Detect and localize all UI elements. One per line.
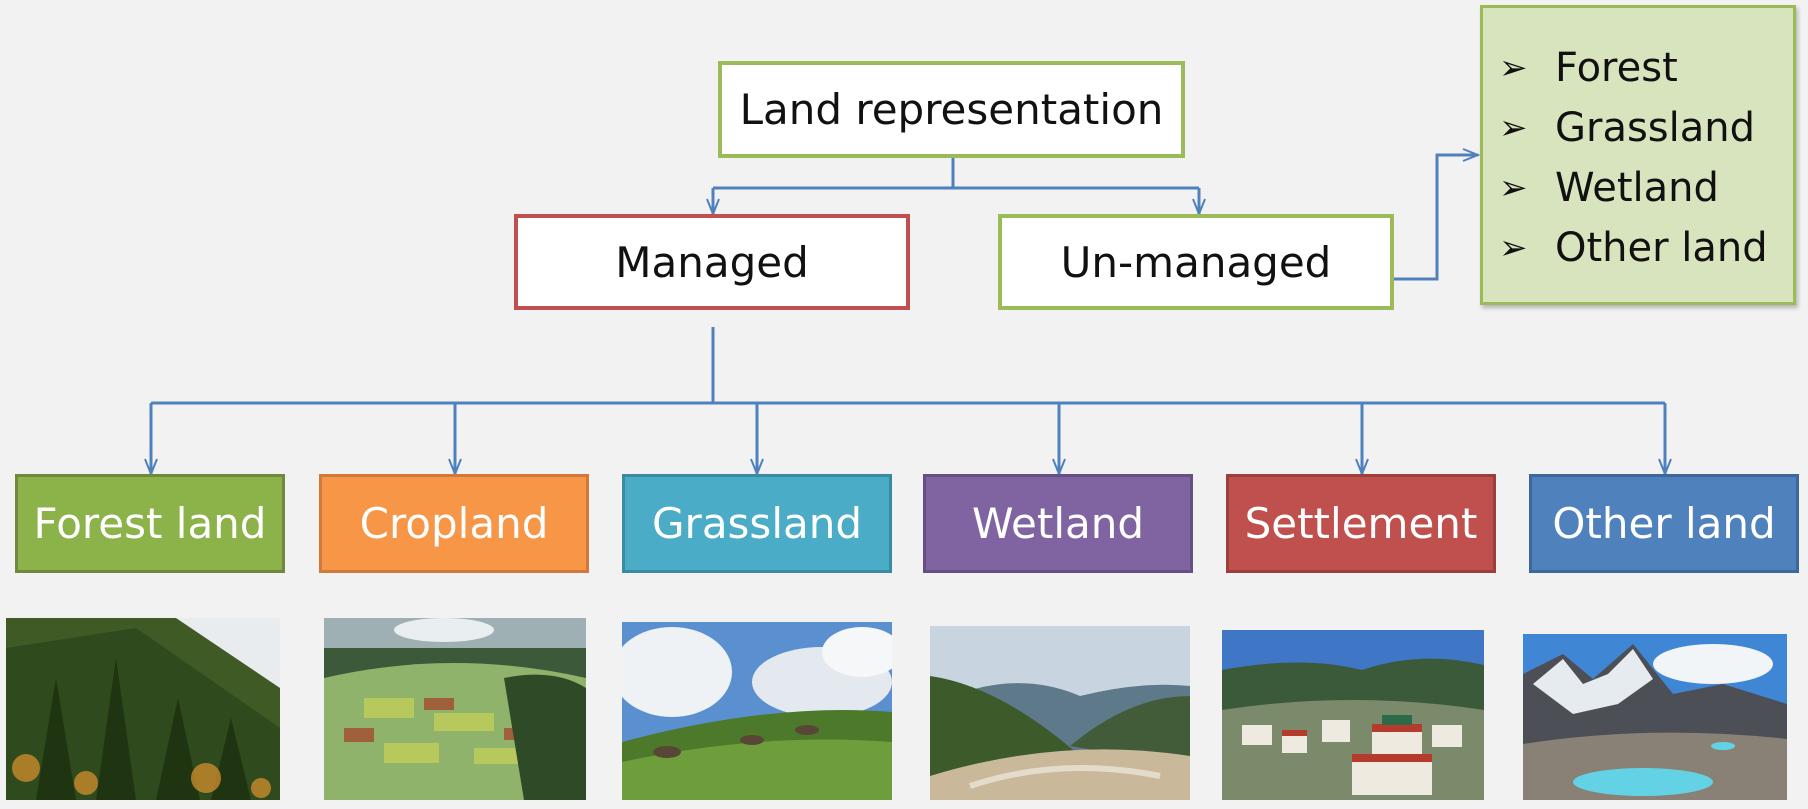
category-grassland: Grassland bbox=[622, 474, 892, 573]
unmanaged-types-list: ➢Forest ➢Grassland ➢Wetland ➢Other land bbox=[1480, 5, 1796, 305]
managed-label: Managed bbox=[615, 237, 809, 287]
grassland-photo bbox=[622, 622, 892, 800]
arrow-bullet-icon: ➢ bbox=[1499, 48, 1528, 88]
list-item: ➢Forest bbox=[1499, 45, 1678, 91]
managed-node: Managed bbox=[514, 214, 910, 310]
list-item: ➢Other land bbox=[1499, 225, 1768, 271]
unmanaged-node: Un-managed bbox=[998, 214, 1394, 310]
unmanaged-label: Un-managed bbox=[1060, 237, 1332, 287]
forest-photo bbox=[6, 618, 280, 800]
arrow-bullet-icon: ➢ bbox=[1499, 108, 1528, 148]
category-other-land: Other land bbox=[1529, 474, 1799, 573]
settlement-photo bbox=[1222, 630, 1484, 800]
cropland-photo bbox=[324, 618, 586, 800]
list-item: ➢Grassland bbox=[1499, 105, 1755, 151]
root-node: Land representation bbox=[718, 61, 1185, 158]
connector-unmanaged-to-list bbox=[1392, 155, 1478, 281]
wetland-photo bbox=[930, 626, 1190, 800]
category-forest-land: Forest land bbox=[15, 474, 285, 573]
category-wetland: Wetland bbox=[923, 474, 1193, 573]
category-settlement: Settlement bbox=[1226, 474, 1496, 573]
arrow-bullet-icon: ➢ bbox=[1499, 228, 1528, 268]
other-land-photo bbox=[1523, 634, 1787, 800]
category-cropland: Cropland bbox=[319, 474, 589, 573]
root-label: Land representation bbox=[739, 85, 1164, 134]
list-item: ➢Wetland bbox=[1499, 165, 1719, 211]
arrow-bullet-icon: ➢ bbox=[1499, 168, 1528, 208]
